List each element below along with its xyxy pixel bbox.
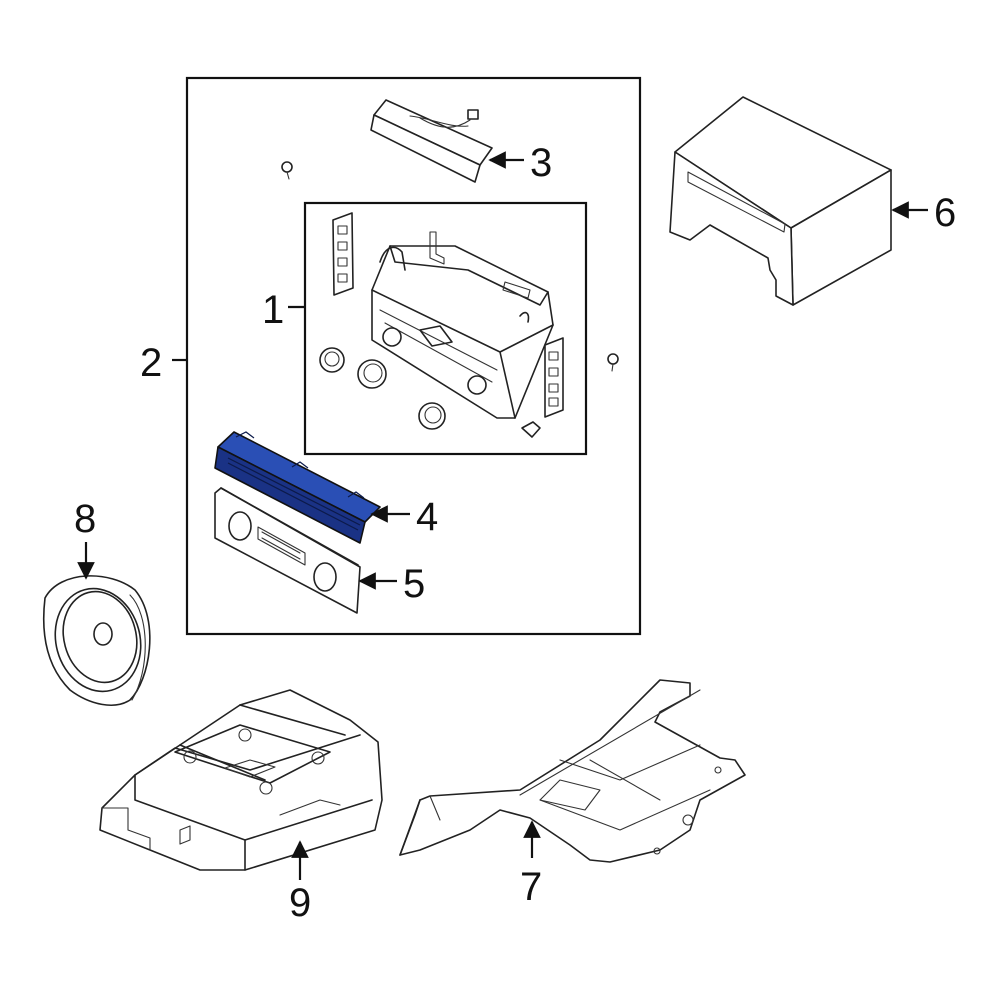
- screw-top-left: [281, 161, 293, 180]
- part-9-amplifier[interactable]: [99, 689, 383, 871]
- screw-right: [607, 353, 619, 372]
- callout-1: 1: [262, 288, 284, 332]
- callout-8: 8: [74, 497, 96, 541]
- callout-3: 3: [530, 141, 552, 185]
- knob-2: [357, 359, 387, 389]
- part-8-speaker[interactable]: [42, 575, 152, 706]
- knob-3: [418, 402, 446, 430]
- callout-2: 2: [140, 341, 162, 385]
- part-3-harness-module[interactable]: [370, 99, 493, 183]
- callout-5: 5: [403, 562, 425, 606]
- radio-unit-frame: [303, 201, 588, 456]
- assembly-frame: [185, 76, 642, 636]
- part-7-mounting-plate[interactable]: [399, 679, 746, 863]
- part-6-module-box[interactable]: [669, 96, 892, 306]
- part-5-faceplate[interactable]: [214, 487, 361, 614]
- callout-9: 9: [289, 881, 311, 925]
- callout-4: 4: [416, 495, 438, 539]
- callout-6: 6: [934, 191, 956, 235]
- knob-1: [319, 347, 345, 373]
- part-1-radio-unit[interactable]: [332, 212, 564, 438]
- callout-7: 7: [520, 865, 542, 909]
